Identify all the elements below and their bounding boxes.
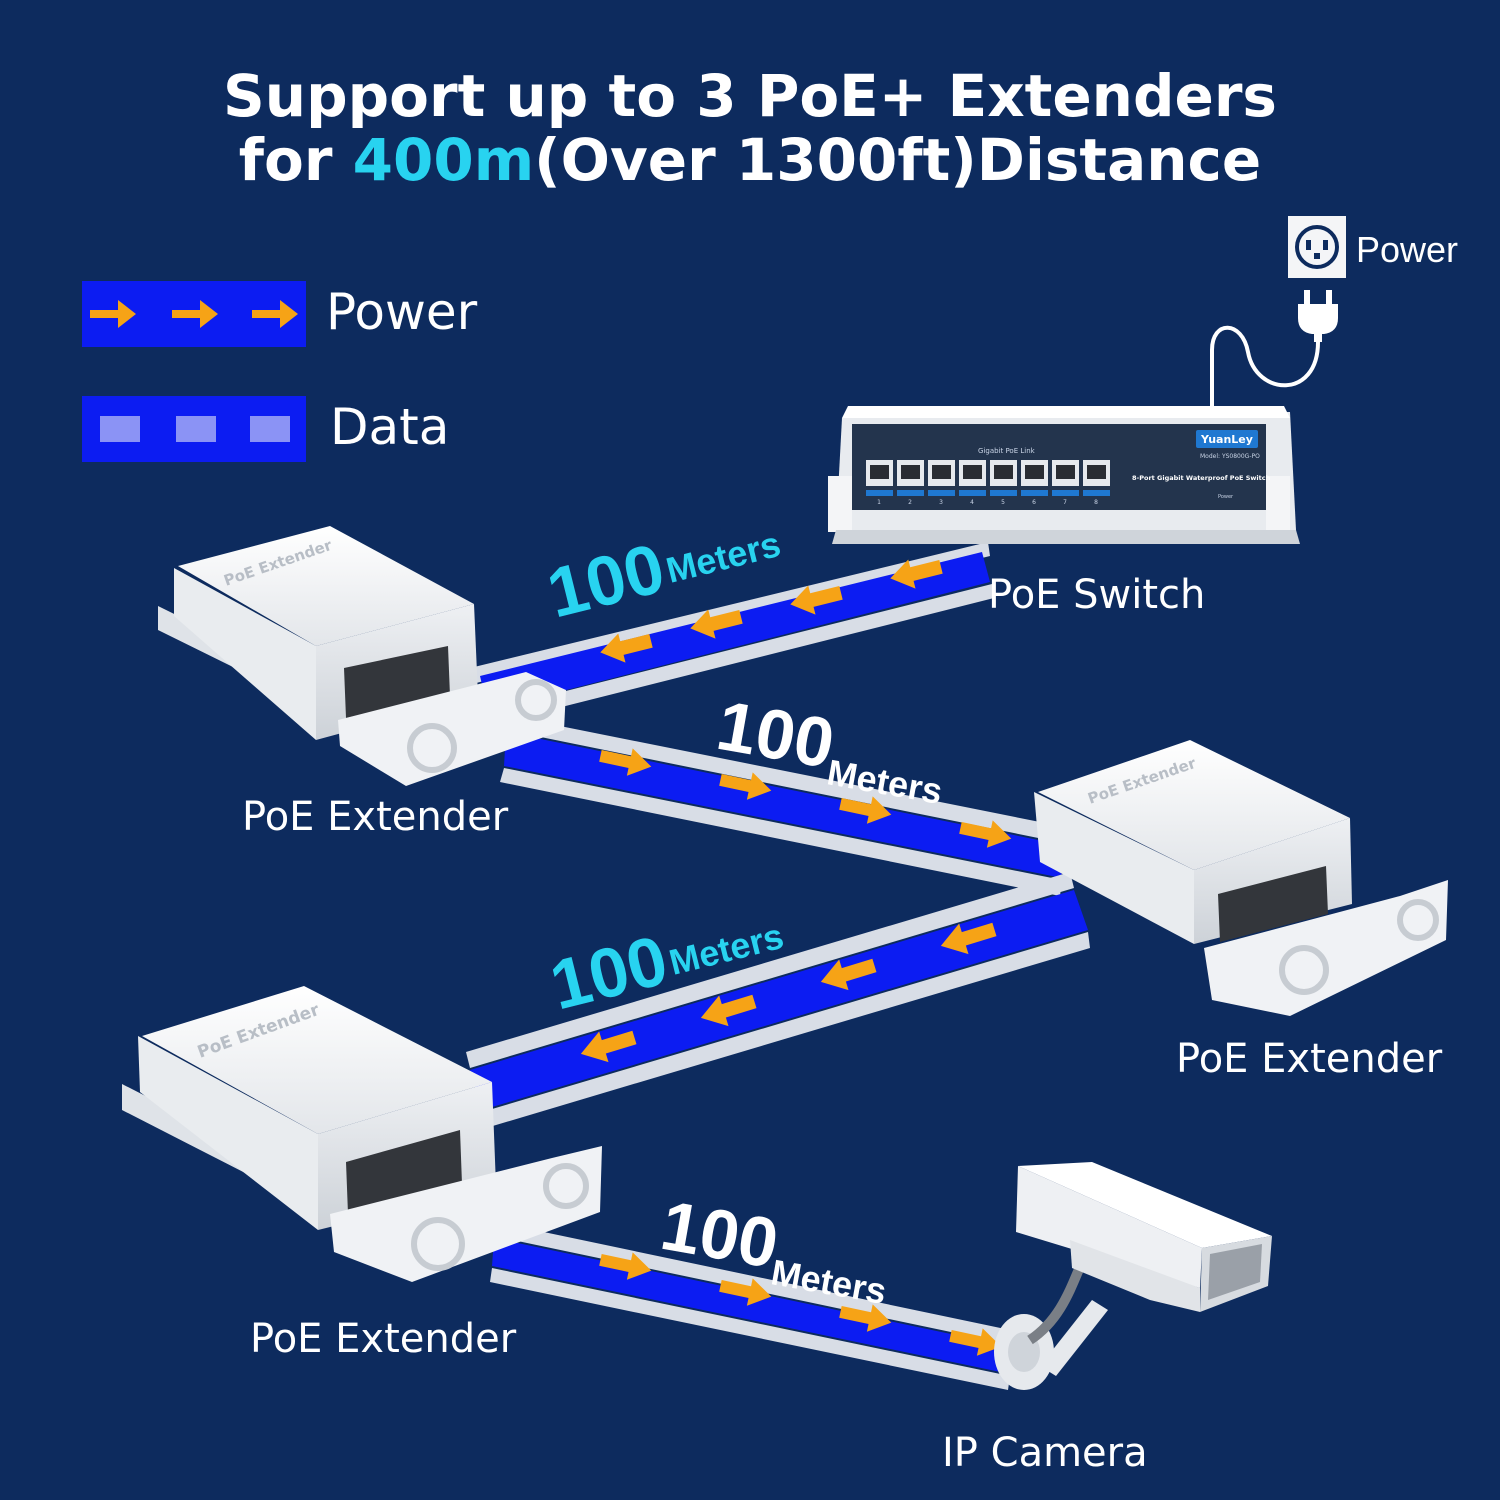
arrow-icon xyxy=(252,300,298,328)
legend-power-arrows xyxy=(90,300,298,328)
cable-extender-3-to-camera xyxy=(490,1222,1010,1390)
power-arrows xyxy=(580,922,997,1063)
arrow-icon xyxy=(90,300,136,328)
switch-port-socket xyxy=(994,465,1013,479)
poe-extender-2: PoE Extender xyxy=(1034,740,1448,1016)
power-cord xyxy=(1210,325,1320,410)
switch-ports: 1 2 3 4 5 6 7 8 xyxy=(866,460,1110,506)
data-block xyxy=(100,416,140,442)
legend-data-blocks xyxy=(100,416,290,442)
switch-brand-badge xyxy=(1196,430,1258,448)
switch-port-number: 1 xyxy=(877,499,881,506)
switch-port-led-strip xyxy=(990,490,1017,496)
cable-extender-1-to-extender-2 xyxy=(500,716,1062,896)
switch-label: PoE Switch xyxy=(988,572,1205,618)
power-arrows xyxy=(600,559,943,663)
headline-line-1: Support up to 3 PoE+ Extenders xyxy=(223,62,1277,130)
plug-icon xyxy=(1298,290,1338,342)
power-outlet-label: Power xyxy=(1356,229,1458,270)
legend-data-label: Data xyxy=(330,398,450,456)
camera-hood xyxy=(1018,1162,1272,1248)
legend-power-swatch xyxy=(82,281,306,347)
power-arrows xyxy=(599,1252,1002,1356)
poe-extender-1: PoE Extender xyxy=(158,526,566,786)
switch-port-group-label: Gigabit PoE Link xyxy=(978,447,1036,455)
extender-2-label: PoE Extender xyxy=(1176,1036,1443,1082)
power-arrows xyxy=(599,748,1012,848)
switch-port-socket xyxy=(1087,465,1106,479)
switch-port-number: 3 xyxy=(939,499,943,506)
switch-power-led-label: Power xyxy=(1218,494,1234,500)
extender-3-label: PoE Extender xyxy=(250,1316,517,1362)
headline-highlight: 400m xyxy=(352,126,535,194)
switch-port-led-strip xyxy=(1052,490,1079,496)
switch-port-led-strip xyxy=(897,490,924,496)
camera-label: IP Camera xyxy=(942,1430,1148,1476)
switch-port-socket xyxy=(1025,465,1044,479)
poe-switch: Gigabit PoE Link YuanLey Model: YS0800G-… xyxy=(828,406,1300,544)
switch-brand: YuanLey xyxy=(1200,433,1253,446)
switch-port-number: 4 xyxy=(970,499,974,506)
switch-port-led-strip xyxy=(866,490,893,496)
headline-prefix: for xyxy=(238,126,353,194)
switch-port-number: 2 xyxy=(908,499,912,506)
extender-ports xyxy=(1218,866,1328,942)
switch-port-led-strip xyxy=(928,490,955,496)
outlet-icon xyxy=(1295,225,1339,269)
headline-suffix: (Over 1300ft)Distance xyxy=(534,126,1262,194)
switch-port-led-strip xyxy=(1021,490,1048,496)
switch-description: 8-Port Gigabit Waterproof PoE Switch xyxy=(1132,474,1271,482)
data-block xyxy=(176,416,216,442)
cable-extender-2-to-extender-3 xyxy=(466,872,1090,1128)
ip-camera xyxy=(994,1162,1272,1390)
switch-port-number: 7 xyxy=(1063,499,1067,506)
switch-port-number: 8 xyxy=(1094,499,1098,506)
distance-unit: Meters xyxy=(662,523,785,591)
cable-switch-to-extender-1 xyxy=(470,542,994,726)
switch-port-socket xyxy=(901,465,920,479)
switch-port-led-strip xyxy=(959,490,986,496)
switch-port-number: 6 xyxy=(1032,499,1036,506)
legend-data-swatch xyxy=(82,396,306,462)
power-outlet: Power xyxy=(1288,216,1458,278)
camera-lens xyxy=(1208,1244,1262,1300)
extender-ports xyxy=(346,1130,462,1214)
poe-extender-3: PoE Extender xyxy=(122,986,602,1282)
extender-1-label: PoE Extender xyxy=(242,794,509,840)
headline-line-2: for 400m(Over 1300ft)Distance xyxy=(0,128,1500,192)
switch-port-socket xyxy=(870,465,889,479)
switch-port-number: 5 xyxy=(1001,499,1005,506)
switch-port-socket xyxy=(932,465,951,479)
switch-port-socket xyxy=(963,465,982,479)
distance-value: 100 xyxy=(540,529,672,633)
legend-power-label: Power xyxy=(326,283,478,341)
arrow-icon xyxy=(172,300,218,328)
data-block xyxy=(250,416,290,442)
switch-port-led-strip xyxy=(1083,490,1110,496)
switch-port-socket xyxy=(1056,465,1075,479)
switch-model: Model: YS0800G-PO xyxy=(1200,453,1260,460)
